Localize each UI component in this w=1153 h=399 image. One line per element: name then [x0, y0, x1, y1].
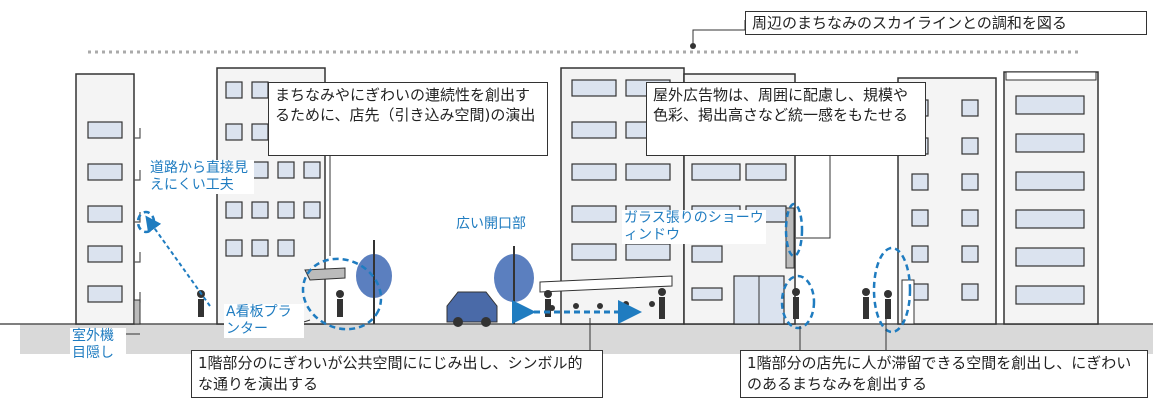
sightline-arrow — [145, 215, 211, 307]
label-sign-planter: A看板プランター — [224, 304, 304, 338]
label-wide-opening: 広い開口部 — [454, 216, 528, 233]
callout-advertising: 屋外広告物は、周囲に配慮し、規模や色彩、掲出高さなど統一感をもたせる — [646, 82, 926, 156]
callout-bottom-right: 1階部分の店先に人が滞留できる空間を創出し、にぎわいのあるまちなみを創出する — [740, 350, 1148, 398]
car — [446, 291, 498, 327]
label-road-view: 道路から直接見えにくい工夫 — [148, 160, 254, 194]
tree-1 — [356, 240, 392, 324]
label-ac-screen: 室外機目隠し — [70, 328, 126, 362]
label-glass-window: ガラス張りのショーウィンドウ — [622, 210, 766, 244]
building-6 — [1003, 71, 1099, 325]
building-1 — [75, 73, 141, 325]
ground-band — [20, 324, 1153, 354]
callout-continuity: まちなみやにぎわいの連続性を創出するために、店先（引き込み空間)の演出 — [268, 82, 548, 156]
callout-bottom-left: 1階部分のにぎわいが公共空間ににじみ出し、シンボル的な通りを演出する — [191, 350, 603, 398]
callout-skyline: 周辺のまちなみのスカイラインとの調和を図る — [745, 11, 1147, 35]
